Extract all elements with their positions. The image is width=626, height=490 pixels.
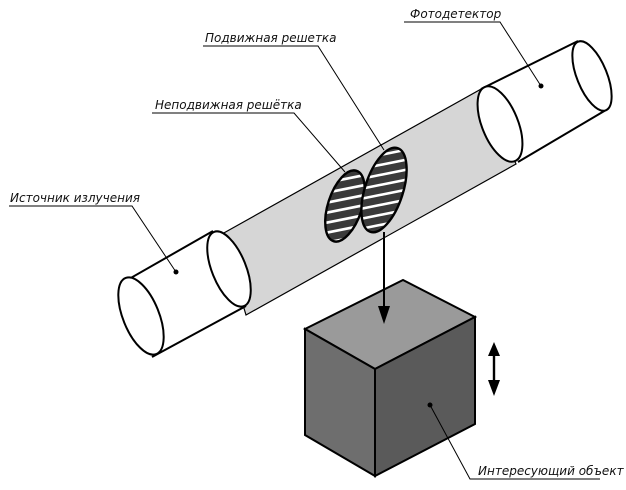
leader-lines bbox=[9, 21, 600, 480]
radiation-source-label: Источник излучения bbox=[10, 191, 140, 205]
photodetector-cylinder bbox=[476, 40, 613, 163]
vertical-motion-arrow-icon bbox=[488, 342, 500, 396]
movable-grating-leader bbox=[203, 45, 385, 151]
radiation-source-cylinder bbox=[117, 230, 252, 358]
radiation-source-leader bbox=[9, 205, 177, 273]
object-leader bbox=[429, 404, 600, 480]
photodetector-label: Фотодетектор bbox=[410, 7, 502, 21]
cube-side-face bbox=[374, 315, 476, 478]
movable-grating-label: Подвижная решетка bbox=[205, 31, 337, 45]
fixed-grating-label: Неподвижная решётка bbox=[155, 98, 302, 112]
fixed-grating-leader bbox=[152, 112, 346, 173]
object-cube bbox=[302, 278, 478, 478]
connection-arrow bbox=[378, 232, 390, 324]
photodetector-leader bbox=[404, 21, 542, 87]
object-of-interest-label: Интересующий объект bbox=[478, 464, 625, 478]
